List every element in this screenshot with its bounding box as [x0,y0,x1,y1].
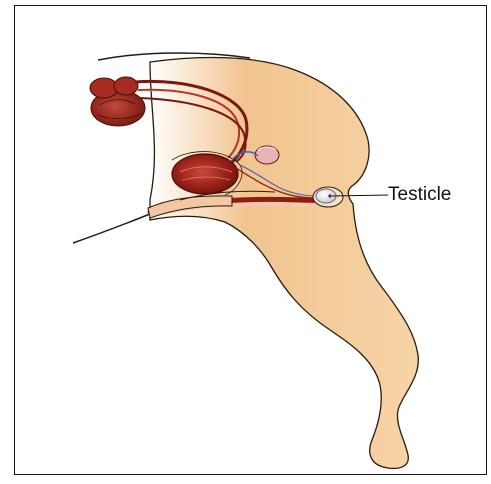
body-silhouette [150,57,418,468]
prostate-gland [255,146,279,164]
testicle [313,187,343,207]
testicle-label: Testicle [388,183,451,207]
kidney [90,77,145,126]
bladder [172,154,238,194]
tail-line [73,212,155,243]
